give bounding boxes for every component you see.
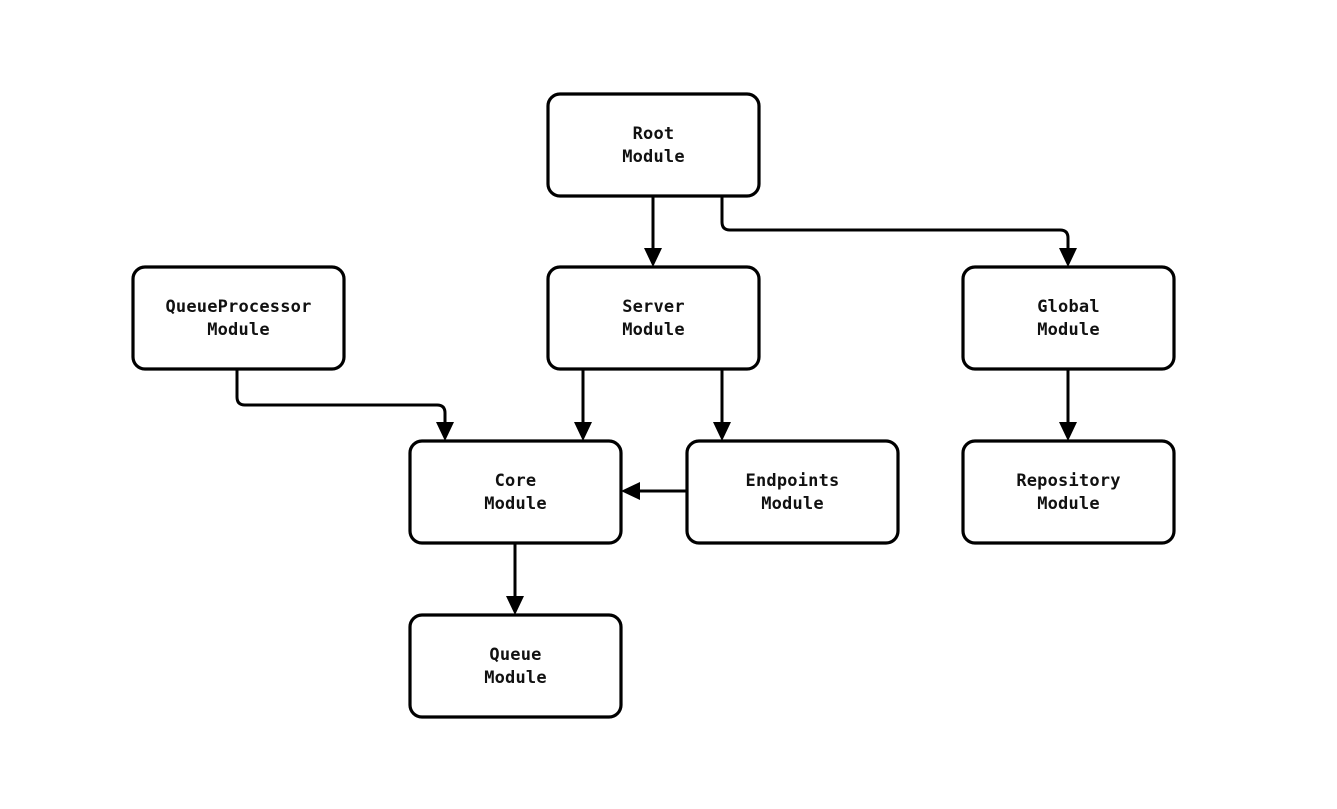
arrowhead-icon [1059,422,1077,441]
edge-server-to-core [574,369,592,441]
node-label-line1: Repository [1016,471,1120,491]
node-label-line1: QueueProcessor [165,297,311,317]
arrowhead-icon [644,248,662,267]
edge-line [235,369,447,427]
arrowhead-icon [506,596,524,615]
node-label-line2: Module [761,494,824,514]
arrowhead-icon [621,482,640,500]
edges-layer [235,196,1077,615]
node-label-line1: Server [622,297,685,317]
node-box[interactable] [546,92,761,198]
node-label-line2: Module [622,320,685,340]
node-label-line2: Module [1037,494,1100,514]
node-box[interactable] [961,265,1176,371]
arrowhead-icon [713,422,731,441]
node-label-line2: Module [484,668,547,688]
node-box[interactable] [961,439,1176,545]
edge-server-to-endpoints [713,369,731,441]
node-box[interactable] [131,265,346,371]
node-box[interactable] [685,439,900,545]
arrowhead-icon [574,422,592,441]
node-box[interactable] [546,265,761,371]
edge-root-to-server [644,196,662,267]
node-label-line1: Endpoints [746,471,840,491]
node-box[interactable] [408,613,623,719]
edge-core-to-queue [506,543,524,615]
node-label-line1: Queue [489,645,541,665]
node-label-line1: Root [633,124,675,144]
node-box[interactable] [408,439,623,545]
edge-global-to-repository [1059,369,1077,441]
edge-queueprocessor-to-core [235,369,454,441]
node-label-line2: Module [484,494,547,514]
edge-root-to-global [720,196,1077,267]
arrowhead-icon [1059,248,1077,267]
edge-line [720,196,1070,253]
node-label-line2: Module [622,147,685,167]
edge-endpoints-to-core [621,482,687,500]
node-label-line1: Core [495,471,537,491]
node-label-line2: Module [1037,320,1100,340]
arrowhead-icon [436,422,454,441]
node-label-line1: Global [1037,297,1100,317]
node-label-line2: Module [207,320,270,340]
